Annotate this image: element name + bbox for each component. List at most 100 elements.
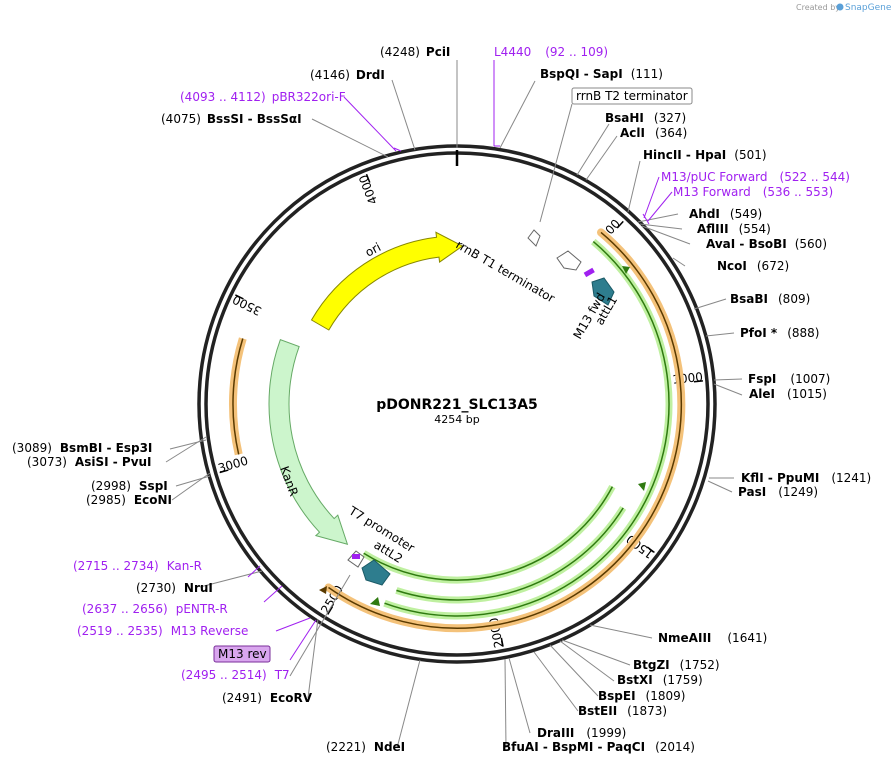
hincii-name[interactable]: HincII - HpaI (643, 148, 726, 162)
watermark-created-by: Created by (796, 3, 840, 12)
m13-fwd-feature[interactable] (583, 267, 595, 278)
orf-band-core (328, 231, 683, 629)
econi-name[interactable]: EcoNI (134, 493, 172, 507)
svg-text:(4248)PciI: (4248) PciI (380, 45, 450, 59)
fspi-name[interactable]: FspI (748, 372, 776, 386)
m13rev-leader (289, 574, 351, 677)
sspi-name[interactable]: SspI (139, 479, 168, 493)
bspei-pos: (1809) (646, 689, 686, 703)
asisi-pos: (3073) (27, 455, 67, 469)
btgzi-pos: (1752) (680, 658, 720, 672)
ncoi-pos: (672) (757, 259, 789, 273)
bsabi-name[interactable]: BsaBI (730, 292, 768, 306)
l4440-name[interactable]: L4440 (494, 45, 531, 59)
draiii-name[interactable]: DraIII (537, 726, 574, 740)
pfoi-pos: (888) (787, 326, 819, 340)
t7-primer-name[interactable]: T7 (274, 668, 290, 682)
svg-text:BspQI - SapI(111): BspQI - SapI(111) (540, 67, 663, 81)
rrnb-t1-terminator[interactable] (556, 250, 582, 271)
svg-text:AclI(364): AclI(364) (620, 126, 687, 140)
ori-label: ori (363, 240, 383, 260)
ecorv-name[interactable]: EcoRV (270, 691, 313, 705)
svg-text:NmeAIII(1641): NmeAIII (1641) (658, 631, 767, 645)
pcii-pos: (4248) (380, 45, 420, 59)
bsteii-name[interactable]: BstEII (578, 704, 617, 718)
svg-text:(3089)BsmBI - Esp3I: (3089)BsmBI - Esp3I (12, 441, 152, 455)
svg-text:(2491)EcoRV: (2491) EcoRV (222, 691, 313, 705)
bsteii-pos: (1873) (627, 704, 667, 718)
nmeaiii-pos: (1641) (727, 631, 767, 645)
ndei-pos: (2221) (326, 740, 366, 754)
bsssi-name[interactable]: BssSI - BssSαI (207, 112, 302, 126)
ori-feature[interactable] (310, 231, 464, 331)
pentr-name[interactable]: pENTR-R (176, 602, 228, 616)
ncoi-name[interactable]: NcoI (717, 259, 747, 273)
t7-primer-range: (2495 .. 2514) (181, 668, 267, 682)
attl1-feature[interactable] (591, 277, 615, 306)
bspei-name[interactable]: BspEI (598, 689, 636, 703)
bsahi-name[interactable]: BsaHI (605, 111, 644, 125)
ahdi-pos: (549) (730, 207, 762, 221)
orf-arrowhead-4 (319, 586, 327, 594)
m13puc-name[interactable]: M13/pUC Forward (661, 170, 768, 184)
draiii-pos: (1999) (586, 726, 626, 740)
alei-name[interactable]: AleI (749, 387, 775, 401)
svg-text:BfuAI - BspMI - PaqCI(2014: BfuAI - BspMI - PaqCI(2014) (502, 740, 695, 754)
pasi-pos: (1249) (778, 485, 818, 499)
m13-rev-feature-box[interactable] (213, 645, 271, 663)
orf-arrowhead-1 (622, 266, 630, 274)
svg-text:(2221)NdeI: (2221) NdeI (326, 740, 405, 754)
features: ori KanR attL1 M13 fwd rrnB T1 terminato… (229, 87, 693, 677)
asisi-name[interactable]: AsiSI - PvuI (75, 455, 152, 469)
ndei-name[interactable]: NdeI (374, 740, 405, 754)
svg-text:BsaHI(327): BsaHI(327) (605, 111, 686, 125)
orf-arc-1 (383, 238, 673, 620)
btgzi-name[interactable]: BtgZI (633, 658, 670, 672)
pcii-name[interactable]: PciI (426, 45, 451, 59)
svg-text:(2998)SspI: (2998)SspI (91, 479, 168, 493)
ruler-label-3000: 3000 (216, 454, 249, 476)
nmeaiii-name[interactable]: NmeAIII (658, 631, 711, 645)
svg-text:BstXI(1759): BstXI(1759) (617, 673, 703, 687)
pasi-name[interactable]: PasI (738, 485, 766, 499)
orf-band-left-core (232, 338, 244, 455)
kfli-name[interactable]: KflI - PpuMI (741, 471, 819, 485)
svg-text:HincII - HpaI(501): HincII - HpaI (501) (643, 148, 767, 162)
snapgene-logo-icon (836, 3, 844, 11)
ruler-label-4000: 4000 (356, 173, 380, 207)
svg-text:BspEI(1809): BspEI (1809) (598, 689, 685, 703)
rrnb-t2-label-box (571, 87, 693, 105)
avai-name[interactable]: AvaI - BsoBI (706, 237, 787, 251)
svg-text:(3073)AsiSI - PvuI: (3073) AsiSI - PvuI (27, 455, 152, 469)
bfuai-name[interactable]: BfuAI - BspMI - PaqCI (502, 740, 645, 754)
bsmbi-name[interactable]: BsmBI - Esp3I (60, 441, 152, 455)
bspqi-name[interactable]: BspQI - SapI (540, 67, 623, 81)
rrnb-t2-label: rrnB T2 terminator (576, 89, 688, 103)
m13rev-primer-name[interactable]: M13 Reverse (171, 624, 249, 638)
drdi-name[interactable]: DrdI (356, 68, 385, 82)
svg-text:AvaI - BsoBI(560): AvaI - BsoBI(560) (706, 237, 827, 251)
drdi-pos: (4146) (310, 68, 350, 82)
pbr322-name[interactable]: pBR322ori-F (272, 90, 346, 104)
primer-labels: L4440(92 .. 109) (4093 .. 4112)pBR322ori… (73, 45, 850, 682)
econi-pos: (2985) (86, 493, 126, 507)
enzyme-labels: (4248)PciI (4146)DrdI (4075)BssSI - BssS… (12, 45, 871, 754)
pfoi-name[interactable]: PfoI * (740, 326, 778, 340)
hincii-pos: (501) (734, 148, 766, 162)
ecorv-pos: (2491) (222, 691, 262, 705)
enzyme-leaders (165, 60, 743, 749)
aflii-name[interactable]: AflIII (697, 222, 729, 236)
orf-arc-1-core (384, 241, 670, 617)
rrnb-t2-terminator[interactable] (527, 229, 541, 247)
kanr-primer-name[interactable]: Kan-R (167, 559, 202, 573)
ahdi-name[interactable]: AhdI (689, 207, 720, 221)
orf-arrowhead-2 (370, 597, 380, 606)
nrui-name[interactable]: NruI (184, 581, 213, 595)
kanr-feature[interactable] (268, 339, 349, 545)
m13rev-primer-range: (2519 .. 2535) (77, 624, 163, 638)
svg-text:PasI(1249): PasI (1249) (738, 485, 818, 499)
attl2-feature[interactable] (361, 559, 391, 586)
bstxi-name[interactable]: BstXI (617, 673, 653, 687)
m13f-name[interactable]: M13 Forward (673, 185, 751, 199)
acli-name[interactable]: AclI (620, 126, 645, 140)
